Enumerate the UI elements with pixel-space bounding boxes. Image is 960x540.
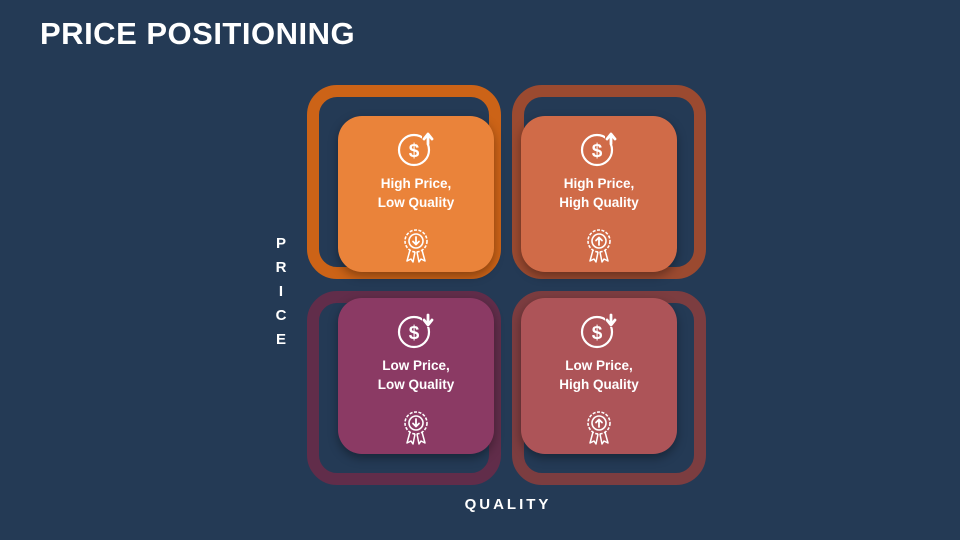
quadrant-label: Low Price, Low Quality bbox=[377, 358, 455, 392]
price-axis-letter: C bbox=[275, 307, 287, 324]
svg-text:$: $ bbox=[592, 323, 603, 344]
quadrant-card-low-price-high-quality: $ Low Price, High Quality bbox=[521, 298, 677, 454]
svg-text:$: $ bbox=[409, 141, 420, 162]
quadrant-card-low-price-low-quality: $ Low Price, Low Quality bbox=[338, 298, 494, 454]
quadrant-label: High Price, High Quality bbox=[559, 176, 639, 210]
dollar-arrow-up-icon: $ bbox=[580, 131, 617, 167]
price-axis-letter: R bbox=[275, 259, 287, 276]
quality-badge-up-icon bbox=[587, 411, 611, 445]
quadrant-label: Low Price, High Quality bbox=[559, 358, 639, 392]
quadrant-label: High Price, Low Quality bbox=[377, 176, 455, 210]
quadrant-card-high-price-high-quality: $ High Price, High Quality bbox=[521, 116, 677, 272]
price-axis-letter: I bbox=[278, 283, 284, 300]
dollar-arrow-down-icon: $ bbox=[397, 313, 434, 349]
quality-badge-down-icon bbox=[404, 411, 428, 445]
price-axis-label: P R I C E bbox=[270, 232, 292, 352]
dollar-arrow-up-icon: $ bbox=[397, 131, 434, 167]
price-axis-letter: P bbox=[275, 235, 286, 252]
price-axis-letter: E bbox=[275, 331, 286, 348]
svg-text:$: $ bbox=[409, 323, 420, 344]
quality-axis-label: QUALITY bbox=[464, 496, 552, 513]
quality-badge-up-icon bbox=[587, 229, 611, 263]
quality-badge-down-icon bbox=[404, 229, 428, 263]
page-title: PRICE POSITIONING bbox=[40, 16, 356, 51]
quadrant-card-high-price-low-quality: $ High Price, Low Quality bbox=[338, 116, 494, 272]
svg-text:$: $ bbox=[592, 141, 603, 162]
dollar-arrow-down-icon: $ bbox=[580, 313, 617, 349]
